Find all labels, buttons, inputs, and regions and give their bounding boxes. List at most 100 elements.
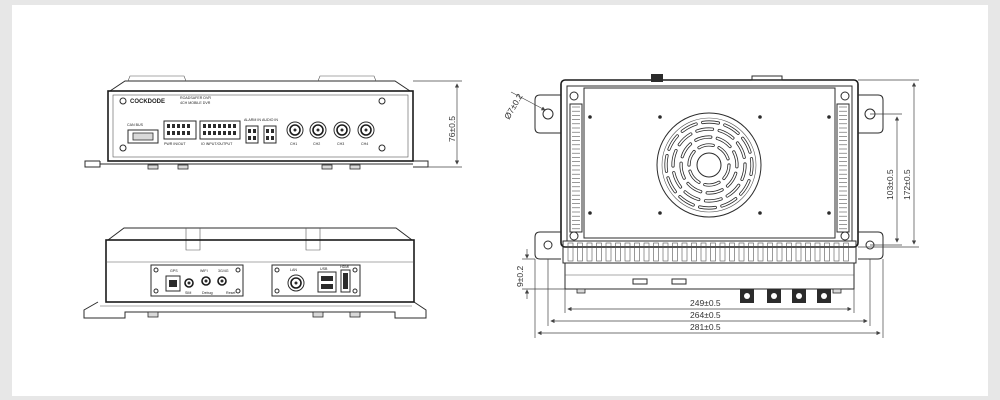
- audio-connector: [263, 125, 277, 144]
- ch4-connector: [357, 121, 375, 139]
- fan-slot-inner: [701, 121, 720, 124]
- fin-slot: [624, 242, 631, 262]
- fan-slot-inner: [721, 197, 737, 207]
- back-lan-port: [287, 274, 305, 292]
- fan-slot-inner: [718, 129, 734, 139]
- fan-slot-inner: [687, 182, 702, 193]
- back-label-usb: USB: [320, 267, 328, 271]
- front-can-bus-label: CAN BUS: [127, 123, 144, 127]
- left-fins: [572, 106, 580, 230]
- back-label-lan: LAN: [290, 268, 297, 272]
- back-antenna-ports: [184, 276, 227, 288]
- back-label-4g: 3G/4G: [218, 269, 229, 273]
- fan-slot-inner: [681, 123, 697, 133]
- fan-slot-inner: [716, 137, 731, 148]
- back-label-debug: Debug: [202, 291, 213, 295]
- dim-flange: 9±0.2: [515, 266, 525, 287]
- fin-slot: [643, 242, 650, 262]
- fin-slot: [596, 242, 602, 262]
- dim-height: 76±0.5: [447, 116, 457, 142]
- front-label-ch4: CH4: [361, 142, 368, 146]
- fan-slot-inner: [673, 171, 682, 188]
- fan-slot-inner: [698, 206, 717, 209]
- fin-slot: [672, 242, 678, 262]
- front-body: [107, 90, 414, 162]
- ch3-connector: [333, 121, 351, 139]
- fan-slot-inner: [750, 157, 753, 176]
- io-pins: [203, 124, 236, 135]
- pwr-connector: [163, 120, 197, 140]
- fan-slot-inner: [695, 136, 712, 141]
- bottom-fins: [567, 242, 849, 262]
- fan-slot-inner: [724, 124, 739, 135]
- fin-slot: [795, 242, 802, 262]
- front-label-audio: AUDIO IN: [262, 118, 278, 122]
- fin-slot: [700, 242, 707, 262]
- fan-slot-inner: [736, 142, 745, 159]
- dim-outer-height: 172±0.5: [902, 169, 912, 200]
- right-fins: [839, 106, 847, 230]
- back-usb-port: [317, 271, 337, 293]
- alarm-connector: [245, 125, 259, 144]
- fin-slot: [577, 242, 583, 262]
- front-label-ch3: CH3: [337, 142, 344, 146]
- back-label-wifi: WIFI: [200, 269, 208, 273]
- fin-slot: [776, 242, 783, 262]
- back-label-reset: Reset: [226, 291, 235, 295]
- fin-slot: [786, 242, 792, 262]
- ch1-connector: [286, 121, 304, 139]
- back-left-panel: [150, 264, 244, 297]
- front-label-io: IO INPUT/OUTPUT: [201, 142, 233, 146]
- top-body: [560, 79, 859, 248]
- fan-slot-inner: [723, 164, 730, 180]
- fan-slot-inner: [665, 154, 668, 173]
- bottom-connectors: [740, 289, 831, 303]
- fin-slot: [767, 242, 773, 262]
- front-brand-text: COCKDODE: [130, 99, 165, 105]
- back-hdmi-port: [340, 269, 351, 293]
- io-connector: [199, 120, 241, 140]
- pwr-pins: [167, 124, 190, 135]
- fan-slot-inner: [741, 163, 746, 181]
- fan-slot-inner: [718, 146, 729, 160]
- fan-slot-inner: [706, 189, 723, 194]
- fan-slot-inner: [678, 133, 692, 146]
- fan-slot-inner: [733, 151, 738, 168]
- fin-slot: [605, 242, 612, 262]
- fin-slot: [824, 242, 830, 262]
- fan-slot-inner: [668, 135, 679, 150]
- ch2-connector: [309, 121, 327, 139]
- fin-slot: [586, 242, 593, 262]
- fan-slot-inner: [696, 128, 714, 132]
- fan-slot-inner: [704, 181, 720, 186]
- fin-slot: [805, 242, 811, 262]
- fan-slot-inner: [726, 184, 740, 197]
- fan-slot-inner: [741, 137, 751, 153]
- fin-slot: [738, 242, 745, 262]
- fin-slot: [710, 242, 716, 262]
- fan-slot-inner: [726, 172, 737, 187]
- front-view: COCKDODE ROADSAFER DVR 4CH MOBILE DVR CA…: [84, 75, 462, 170]
- front-label-ch2: CH2: [313, 142, 320, 146]
- top-view: Ø7±0.2 103±0.5 172±0.5 9±0.2: [502, 74, 919, 338]
- fin-slot: [833, 242, 840, 262]
- fan-slot-inner: [680, 162, 685, 179]
- drawing-sheet: [12, 5, 988, 396]
- fan-grille: [656, 112, 762, 218]
- back-label-gps: GPS: [170, 269, 178, 273]
- back-view: GPS WIFI 3G/4G SIM Debug Reset: [83, 227, 427, 319]
- fin-slot: [681, 242, 688, 262]
- dim-hole: Ø7±0.2: [502, 92, 525, 121]
- back-label-sim: SIM: [185, 291, 191, 295]
- back-label-hdmi: HDMI: [340, 265, 349, 269]
- fin-slot: [567, 242, 574, 262]
- fan-slot-inner: [684, 191, 700, 201]
- fan-slot-inner: [672, 149, 677, 167]
- fan-slot-inner: [689, 170, 700, 184]
- fin-slot: [653, 242, 659, 262]
- mount-hole-tl: [542, 108, 554, 120]
- dim-width-3: 281±0.5: [690, 322, 721, 332]
- fan-slot-inner: [681, 143, 692, 158]
- fin-slot: [729, 242, 735, 262]
